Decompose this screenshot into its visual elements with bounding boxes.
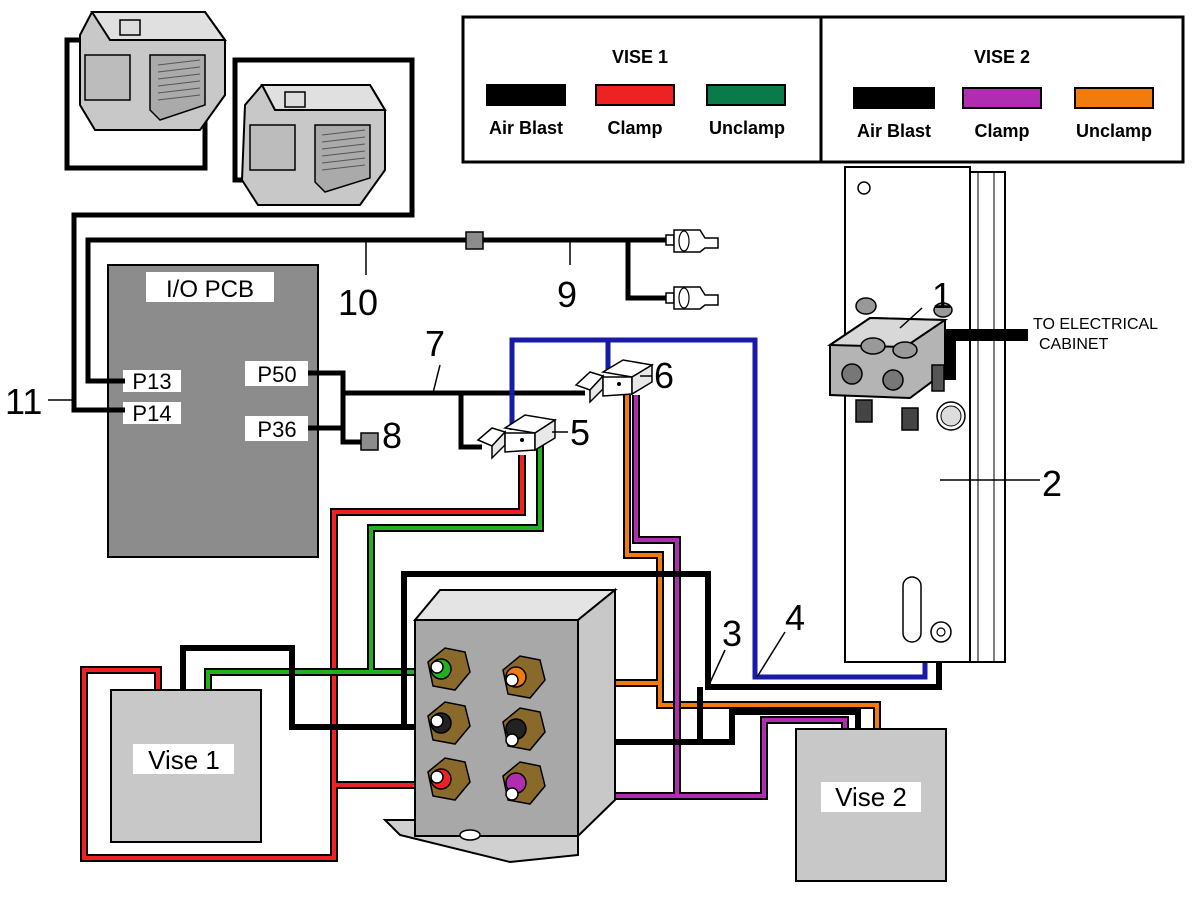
legend-vise1-title: VISE 1 <box>612 47 668 67</box>
callout-1: 1 <box>932 275 952 316</box>
pressure-switch-upper <box>665 229 719 253</box>
legend-vise2-title: VISE 2 <box>974 47 1030 67</box>
foot-pedal-1 <box>79 11 227 131</box>
callout-8: 8 <box>382 415 402 456</box>
legend-swatch-vise1-clamp <box>595 84 675 106</box>
port-p50-label: P50 <box>257 362 296 387</box>
legend-swatch-vise1-unclamp <box>706 84 786 106</box>
legend: VISE 1 VISE 2 Air Blast Clamp Unclamp Ai… <box>461 15 1185 164</box>
cabinet-label-line2: CABINET <box>1039 336 1109 353</box>
callout-leaders <box>48 240 1040 688</box>
legend-vise2-air-blast-label: Air Blast <box>857 121 931 141</box>
air-blast-lines <box>180 571 942 750</box>
supply-line-blue <box>509 337 928 680</box>
foot-pedal-2 <box>240 84 387 206</box>
port-p14-label: P14 <box>132 401 171 426</box>
callout-7: 7 <box>425 323 445 364</box>
legend-swatch-vise2-air-blast <box>853 87 935 109</box>
manifold-block <box>382 587 618 864</box>
vise1-label: Vise 1 <box>148 745 220 775</box>
port-p13-label: P13 <box>132 369 171 394</box>
pressure-switch-lower <box>665 286 719 310</box>
legend-vise1-air-blast-label: Air Blast <box>489 118 563 138</box>
port-p36-label: P36 <box>257 417 296 442</box>
callout-5: 5 <box>570 412 590 453</box>
callout-3: 3 <box>722 613 742 654</box>
callout-11: 11 <box>5 381 42 422</box>
inline-connector <box>465 231 484 250</box>
callout-2: 2 <box>1042 463 1062 504</box>
legend-vise1-clamp-label: Clamp <box>607 118 662 138</box>
pcb-cables <box>71 237 668 450</box>
solenoid-valve-5 <box>476 414 558 460</box>
callout-numbers: 1 2 3 4 5 6 7 8 9 10 11 <box>5 274 1062 654</box>
vise-1: Vise 1 <box>110 689 262 843</box>
callout-6: 6 <box>654 355 674 396</box>
io-pcb: I/O PCB P13 P14 P50 P36 <box>107 264 319 558</box>
io-pcb-title: I/O PCB <box>166 276 254 303</box>
legend-vise1-unclamp-label: Unclamp <box>709 118 785 138</box>
manifold-fittings <box>427 647 546 805</box>
legend-swatch-vise2-clamp <box>962 87 1042 109</box>
terminator-8 <box>360 432 379 451</box>
regulator-assembly-1 <box>826 297 1028 431</box>
legend-vise2-clamp-label: Clamp <box>974 121 1029 141</box>
callout-4: 4 <box>785 597 805 638</box>
legend-vise2-unclamp-label: Unclamp <box>1076 121 1152 141</box>
vise2-label: Vise 2 <box>835 782 907 812</box>
callout-9: 9 <box>557 274 577 315</box>
legend-swatch-vise1-air-blast <box>486 84 566 106</box>
cabinet-label-line1: TO ELECTRICAL <box>1033 316 1158 333</box>
solenoid-valve-6 <box>574 359 655 404</box>
callout-10: 10 <box>338 282 378 323</box>
legend-swatch-vise2-unclamp <box>1074 87 1154 109</box>
vise-2: Vise 2 <box>795 728 947 882</box>
